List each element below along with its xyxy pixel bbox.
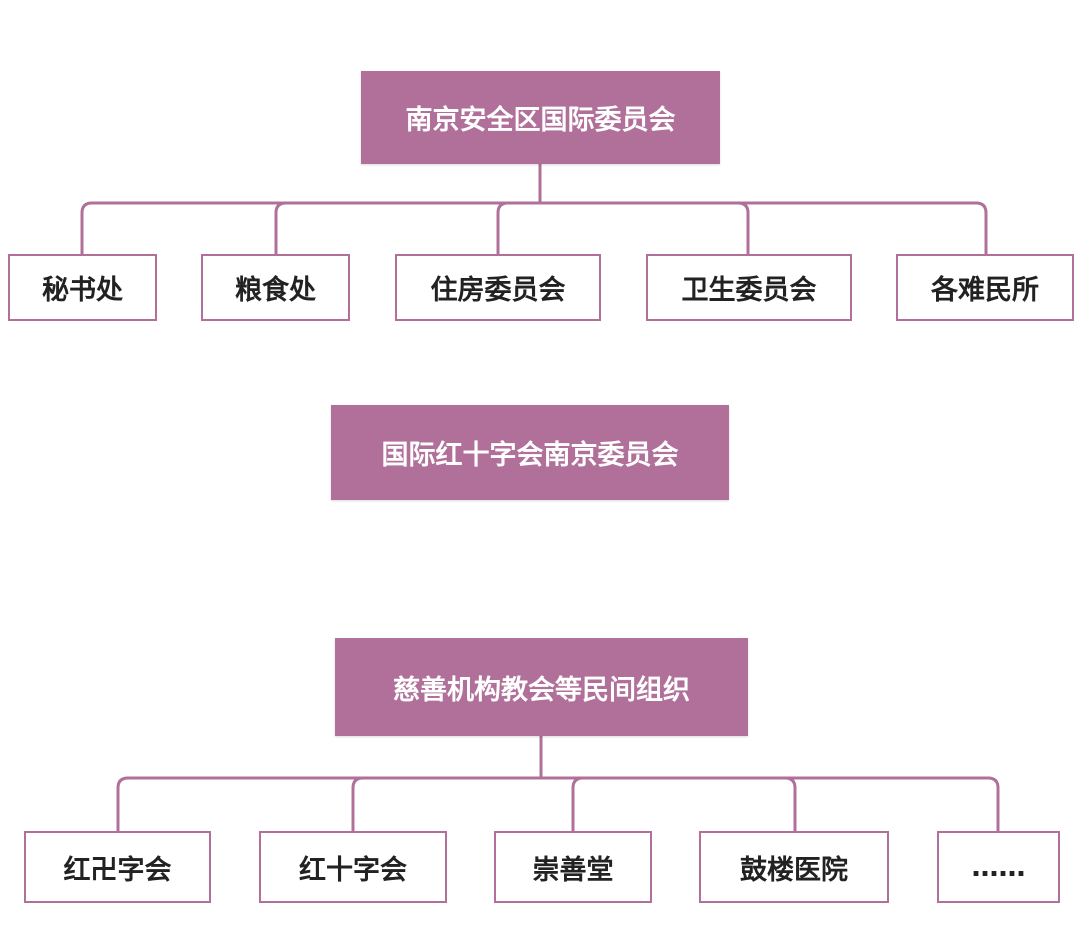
connector-drop-1-4 [974, 201, 988, 256]
org-child-sanitation-committee: 卫生委员会 [646, 254, 852, 321]
org-child-red-swastika-society: 红卍字会 [24, 831, 211, 903]
connector-drop-1-1 [274, 201, 288, 256]
connector-drop-3-3 [783, 776, 797, 833]
org-node-nanjing-safety-zone-committee: 南京安全区国际委员会 [361, 71, 720, 164]
org-child-chongshan-tang: 崇善堂 [494, 831, 652, 903]
org-child-gulou-hospital: 鼓楼医院 [699, 831, 889, 903]
org-child-red-cross-society: 红十字会 [259, 831, 447, 903]
connector-drop-1-0 [80, 201, 94, 256]
connector-drop-3-0 [116, 776, 130, 833]
org-node-charities-and-civil-organizations: 慈善机构教会等民间组织 [335, 638, 748, 736]
connector-drop-1-3 [736, 201, 750, 256]
connector-drop-3-4 [986, 776, 1000, 833]
connector-drop-1-2 [496, 201, 510, 256]
org-node-red-cross-nanjing-committee: 国际红十字会南京委员会 [331, 405, 729, 500]
connector-drop-3-1 [351, 776, 365, 833]
org-child-food-department: 粮食处 [201, 254, 350, 321]
connector-drop-3-2 [571, 776, 585, 833]
org-child-housing-committee: 住房委员会 [395, 254, 601, 321]
org-child-ellipsis: …… [937, 831, 1060, 903]
org-child-secretariat: 秘书处 [8, 254, 157, 321]
org-child-refugee-camps: 各难民所 [896, 254, 1074, 321]
